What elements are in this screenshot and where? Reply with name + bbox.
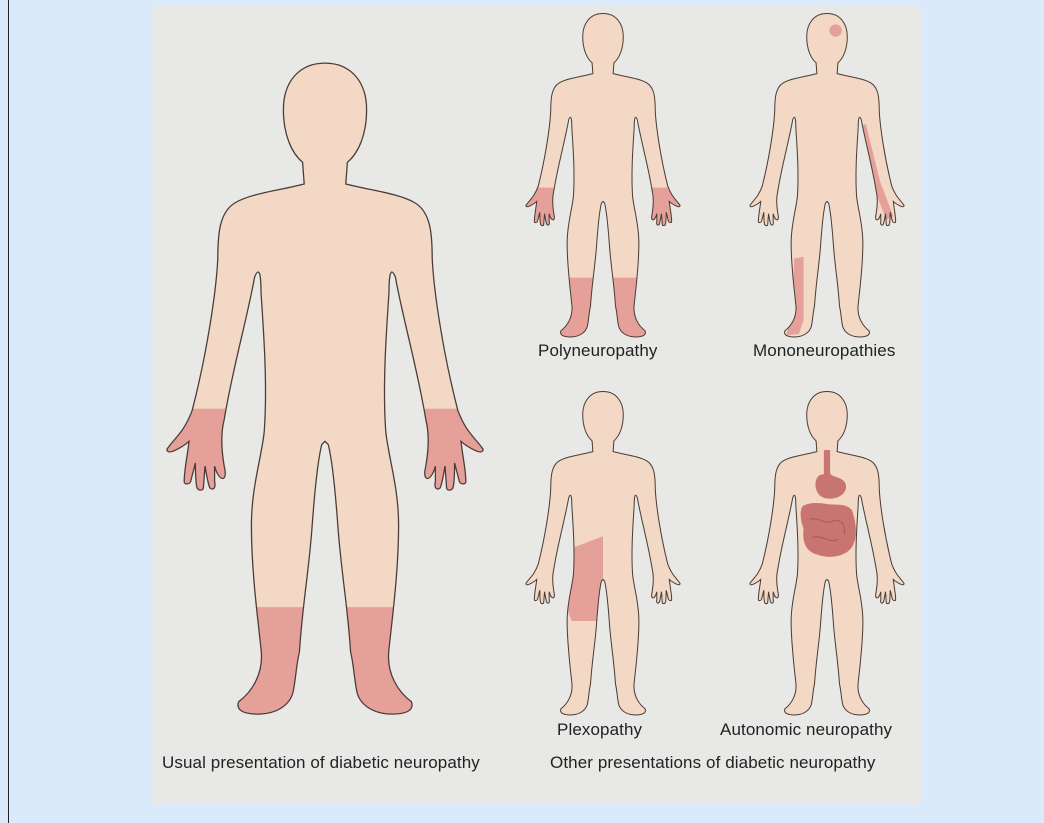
label-mononeuropathies: Mononeuropathies bbox=[753, 341, 895, 361]
affected-face-spot bbox=[829, 24, 841, 36]
label-other-presentations: Other presentations of diabetic neuropat… bbox=[550, 753, 876, 773]
mononeuropathies-figure bbox=[750, 14, 904, 337]
plexopathy-figure bbox=[526, 392, 680, 715]
affected-feet-region bbox=[165, 607, 485, 731]
polyneuropathy-figure bbox=[525, 14, 681, 347]
affected-feet-region bbox=[525, 278, 681, 347]
usual-presentation-figure bbox=[165, 63, 485, 731]
label-autonomic-neuropathy: Autonomic neuropathy bbox=[720, 720, 892, 740]
label-polyneuropathy: Polyneuropathy bbox=[538, 341, 658, 361]
affected-right-hand-region bbox=[651, 188, 681, 234]
label-usual-presentation: Usual presentation of diabetic neuropath… bbox=[162, 753, 480, 773]
affected-thigh-region bbox=[556, 536, 603, 621]
label-plexopathy: Plexopathy bbox=[557, 720, 642, 740]
affected-left-hand-region bbox=[525, 188, 555, 234]
intestines-shape bbox=[801, 503, 856, 557]
autonomic-neuropathy-figure bbox=[750, 392, 904, 715]
esophagus-shape bbox=[824, 450, 830, 475]
